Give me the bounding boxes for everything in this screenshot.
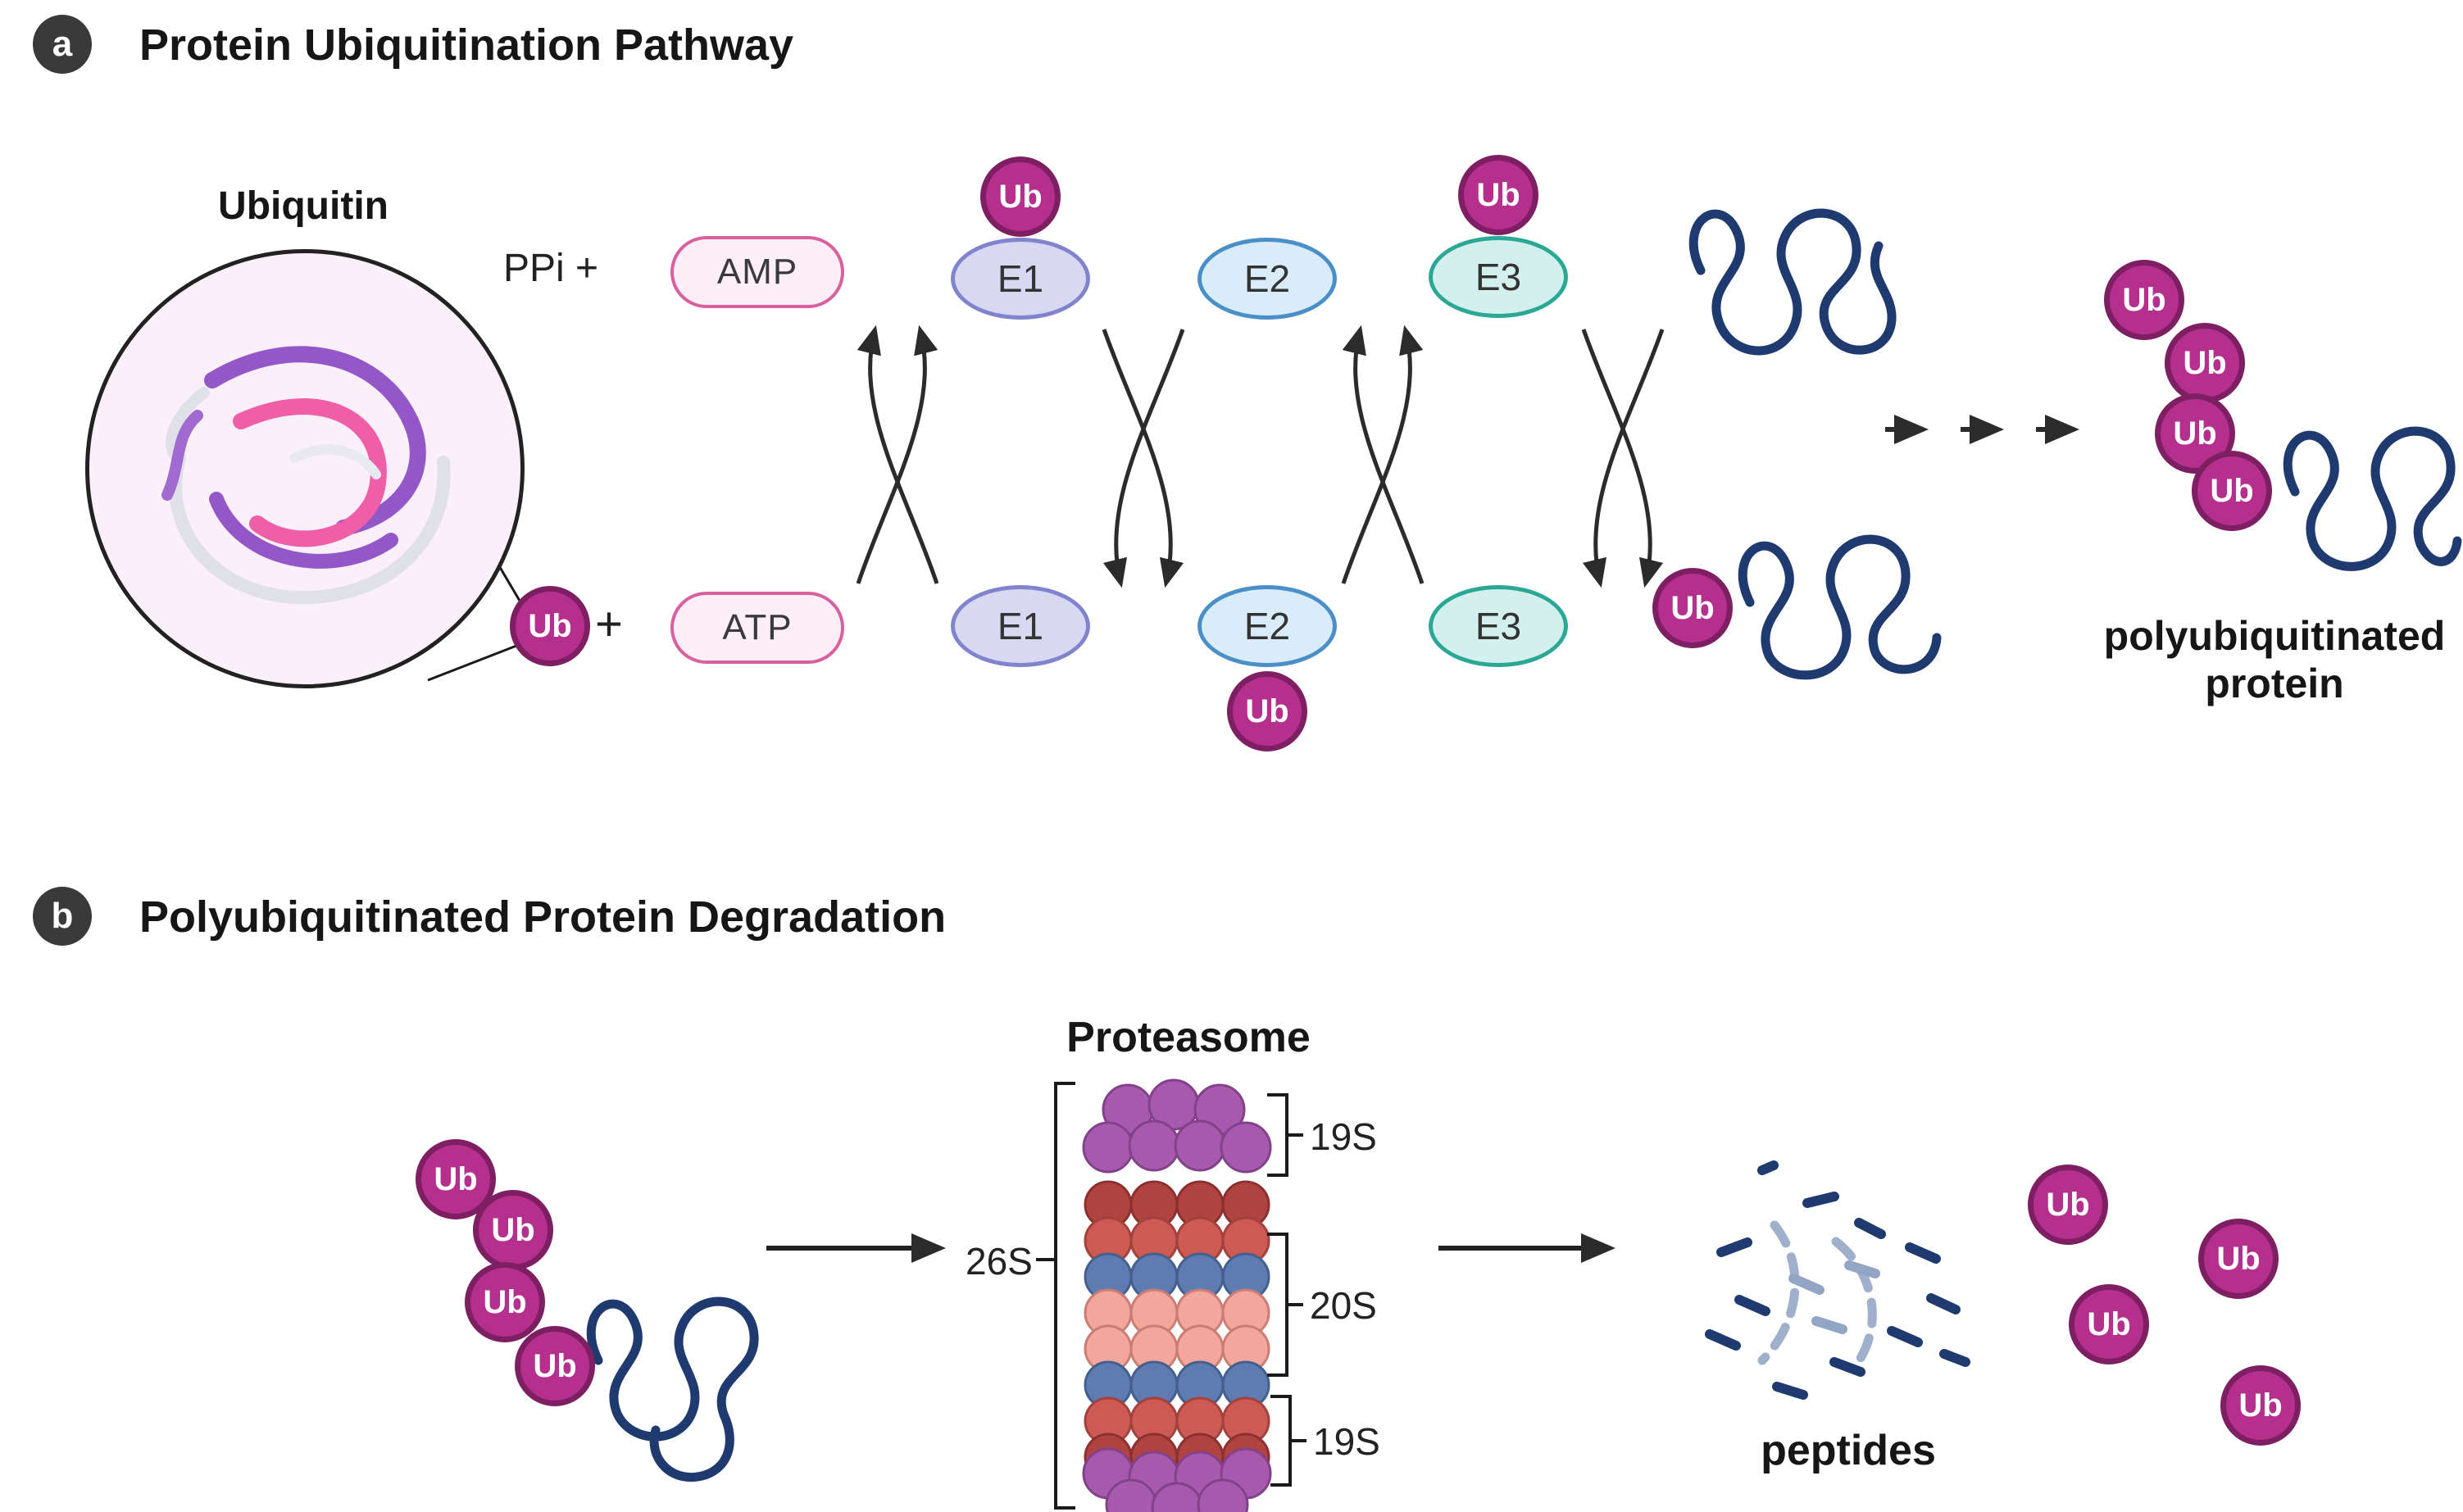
panel-b-title: Polyubiquitinated Protein Degradation <box>139 892 947 942</box>
ub-circle-on-e1: Ub <box>980 157 1061 237</box>
polyub-label-line2: protein <box>2205 660 2344 706</box>
panel-b-badge: b <box>33 887 92 946</box>
ub-released-3: Ub <box>2069 1284 2149 1364</box>
panel-a-badge: a <box>33 15 92 74</box>
ubiquitin-structure-circle <box>85 249 525 688</box>
polyub-label-line1: polyubiquitinated <box>2103 613 2446 659</box>
proteasome-19s-cap-top <box>1082 1078 1272 1174</box>
polyub-protein-squiggle <box>586 1296 759 1482</box>
ub-circle-on-e3: Ub <box>1458 155 1538 235</box>
reaction-cycle-arrows <box>856 325 1665 588</box>
peptides-label: peptides <box>1761 1427 1936 1474</box>
polyubiquitinated-protein-label: polyubiquitinated protein <box>2086 613 2463 707</box>
ub-circle-free: Ub <box>510 586 590 666</box>
26s-label: 26S <box>966 1240 1033 1283</box>
ub-released-2: Ub <box>2198 1219 2279 1299</box>
ub-circle-on-e2: Ub <box>1227 671 1307 751</box>
atp-pill: ATP <box>670 592 844 664</box>
ub-chain-b4: Ub <box>515 1326 595 1406</box>
ub-chain-2: Ub <box>2165 323 2245 403</box>
ub-chain-b2: Ub <box>473 1190 553 1270</box>
e1-enzyme-bottom: E1 <box>951 585 1090 667</box>
ub-chain-4: Ub <box>2192 451 2272 531</box>
ub-chain-b3: Ub <box>465 1262 545 1342</box>
proteasome-brackets <box>1036 1082 1306 1510</box>
substrate-protein-squiggles <box>1688 208 2462 680</box>
ub-circle-on-substrate: Ub <box>1652 568 1733 648</box>
proteasome-label: Proteasome <box>1066 1014 1311 1061</box>
e3-enzyme-bottom: E3 <box>1429 585 1568 667</box>
ppi-plus-label: PPi + <box>503 247 599 290</box>
proteasome-core-ring-4 <box>1084 1288 1270 1374</box>
ub-released-4: Ub <box>2220 1365 2301 1446</box>
peptide-fragments <box>1705 1160 1970 1400</box>
plus-sign: + <box>595 597 623 651</box>
20s-label: 20S <box>1310 1284 1377 1327</box>
e2-enzyme-top: E2 <box>1197 238 1337 320</box>
ubiquitin-ribbon-icon <box>161 346 451 605</box>
19s-bottom-label: 19S <box>1313 1420 1380 1463</box>
e2-enzyme-charged: E2 <box>1197 585 1337 667</box>
ub-chain-1: Ub <box>2104 260 2184 340</box>
ub-released-1: Ub <box>2028 1165 2108 1245</box>
ubiquitin-label: Ubiquitin <box>218 184 389 228</box>
19s-top-label: 19S <box>1310 1115 1377 1158</box>
panel-a-title: Protein Ubiquitination Pathway <box>139 20 794 70</box>
amp-pill: AMP <box>670 236 844 308</box>
e1-enzyme-charged: E1 <box>951 238 1090 320</box>
e3-enzyme-charged: E3 <box>1429 236 1568 318</box>
